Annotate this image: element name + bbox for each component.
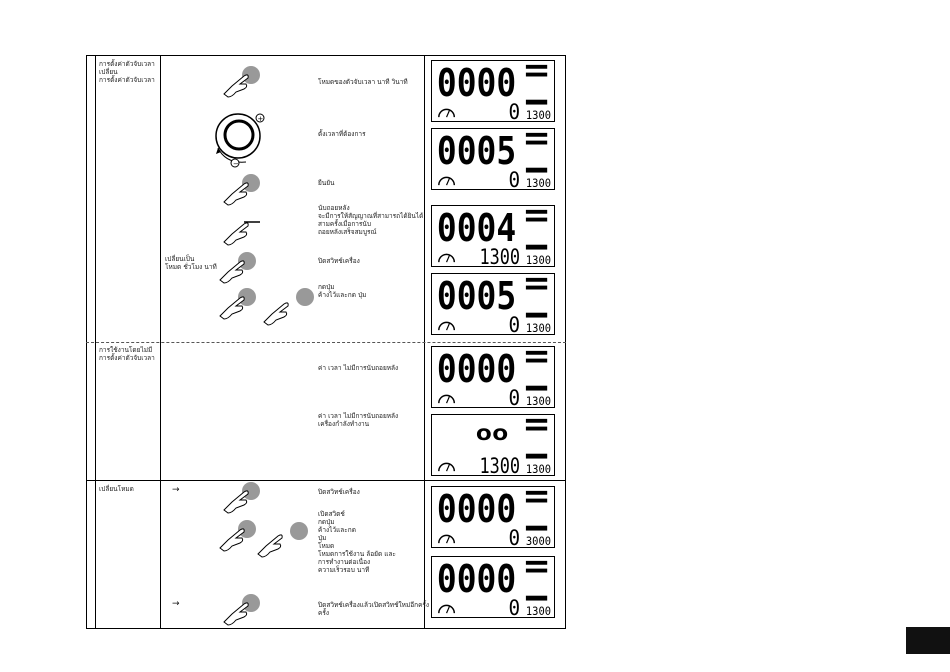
lcd-small-digits: 1300 [526,321,551,334]
step-text-1: โหมดของตัวจับเวลา นาที วินาที [318,78,408,86]
lcd-main-digits: 0005 [437,129,516,174]
arrow-right-1: → [172,485,180,495]
button-dot-icon [296,288,314,306]
lcd-sub-digits: 0 [508,313,520,334]
step-text-9: ปิดสวิทช์เครื่อง [318,488,360,496]
step-text-7: ค่า เวลา ไม่มีการนับถอยหลัง [318,364,399,372]
finger-press-icon [218,518,258,554]
finger-press-icon [222,172,262,208]
finger-press-icon [218,286,258,322]
row2-heading: การใช้งานโดยไม่มีการตั้งค่าตัวจับเวลา [99,346,155,362]
finger-press-icon [218,250,258,286]
lcd-main-digits: oo [476,421,509,446]
row3-heading: เปลี่ยนโหมด [99,485,134,493]
gauge-icon [438,321,456,331]
lcd-small-digits: 1300 [526,176,551,189]
lcd-display-panel: oo 1300 1300 [431,414,555,476]
step-text-4: นับถอยหลังจะมีการให้สัญญาณที่สามารถได้ยิ… [318,204,424,236]
lcd-main-digits: 0005 [437,274,516,319]
finger-press-icon [262,292,302,328]
button-dot-icon [290,522,308,540]
table-border-bottom [86,628,566,629]
gauge-icon [438,253,456,263]
row-divider-solid [86,480,566,481]
lcd-main-digits: 0004 [437,206,516,251]
gauge-icon [438,604,456,614]
lcd-small-digits: 1300 [526,108,551,121]
lcd-main-digits: 0000 [437,557,516,602]
lcd-small-digits: 1300 [526,604,551,617]
gauge-icon [438,462,456,472]
lcd-sub-digits: 0 [508,168,520,189]
finger-press-icon [222,64,262,100]
lcd-small-digits: 1300 [526,253,551,266]
finger-press-icon [222,212,262,248]
lcd-sub-digits: 0 [508,100,520,121]
finger-press-icon [222,480,262,516]
arrow-right-2: → [172,599,180,609]
side-note: เปลี่ยนเป็นโหมด ชั่วโมง นาที [165,255,217,271]
row1-heading: การตั้งค่าตัวจับเวลาเปลี่ยนการตั้งค่าตัว… [99,60,155,84]
gauge-icon [438,108,456,118]
row-divider-dashed [86,342,566,343]
lcd-sub-digits: 0 [508,596,520,617]
svg-text:+: + [258,115,264,123]
step-text-2: ตั้งเวลาที่ต้องการ [318,130,366,138]
finger-press-icon [256,524,296,560]
lcd-sub-digits: 1300 [479,454,520,475]
page-tab-marker [906,627,950,654]
lcd-main-digits: 0000 [437,487,516,532]
gauge-icon [438,394,456,404]
lcd-sub-digits: 0 [508,386,520,407]
gauge-icon [438,534,456,544]
dial-knob-icon: + − [208,108,272,168]
lcd-small-digits: 1300 [526,462,551,475]
step-text-6: กดปุ่มค้างไว้และกด ปุ่ม [318,283,367,299]
step-text-8: ค่า เวลา ไม่มีการนับถอยหลังเครื่องกำลังท… [318,412,399,428]
lcd-sub-digits: 1300 [479,245,520,266]
lcd-small-digits: 3000 [526,534,551,547]
lcd-main-digits: 0000 [437,347,516,392]
lcd-sub-digits: 0 [508,526,520,547]
step-text-5: ปิดสวิทช์เครื่อง [318,257,360,265]
table-border-top [86,55,566,56]
finger-press-icon [222,592,262,628]
lcd-small-digits: 1300 [526,394,551,407]
step-text-11: ปิดสวิทช์เครื่องแล้วเปิดสวิทช์ใหม่อีกครั… [318,601,430,617]
lcd-main-digits: 0000 [437,61,516,106]
step-text-3: ยืนยัน [318,179,335,187]
step-text-10: เปิดสวิตช์กดปุ่มค้างไว้และกดปุ่ม โหมดโหม… [318,510,396,574]
svg-text:−: − [233,160,239,168]
gauge-icon [438,176,456,186]
